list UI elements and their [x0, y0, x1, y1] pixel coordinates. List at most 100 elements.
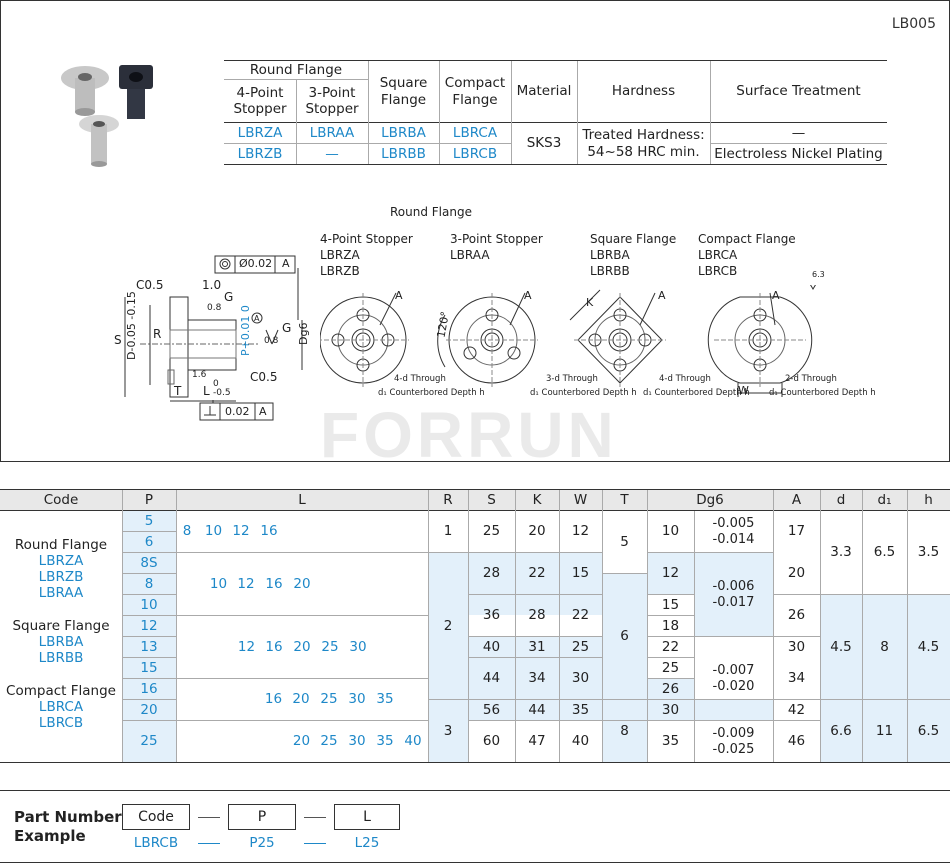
watermark: FORRUN: [320, 399, 618, 471]
d-value: 4.5: [830, 638, 852, 655]
dg6-value: 25: [661, 659, 680, 676]
th-round-flange: Round Flange: [249, 61, 343, 78]
l-value: 12: [237, 575, 255, 592]
th-square-flange: Square Flange: [379, 75, 428, 108]
view-code: LBRCA: [698, 248, 738, 262]
a-value: 34: [787, 670, 806, 687]
pn-label-line2: Example: [14, 827, 86, 845]
hole-note-line1: 4-d Through: [659, 374, 711, 384]
l-value: 20: [293, 575, 311, 592]
r-value: 3: [443, 722, 453, 739]
p-value: 12: [140, 617, 158, 634]
l-value: 40: [404, 733, 422, 750]
spec-surface: Electroless Nickel Plating: [714, 145, 883, 162]
circularity-value: Ø0.02: [239, 257, 273, 270]
col-header: S: [487, 491, 496, 508]
dg6-tol: -0.009-0.025: [694, 721, 773, 762]
l-value: 25: [321, 638, 339, 655]
r-value: 1: [443, 523, 453, 540]
d-value: 6.6: [830, 722, 852, 739]
col-header: P: [144, 491, 154, 508]
col-header: W: [573, 491, 588, 508]
s-value: 56: [482, 701, 501, 718]
dim-t: T: [174, 384, 182, 398]
l-value: 25: [320, 733, 338, 750]
l-value: 30: [349, 638, 367, 655]
l-value: 35: [376, 691, 394, 708]
col-header: T: [620, 491, 629, 508]
view-title: 3-Point Stopper: [450, 232, 543, 246]
p-value: 8S: [140, 554, 158, 571]
tol-upper: -0.007: [712, 662, 755, 678]
w-value: 25: [571, 638, 590, 655]
part-number-panel: [0, 790, 950, 863]
view-k: K: [586, 296, 594, 309]
code-item: LBRAA: [38, 585, 84, 601]
code-item: LBRCB: [38, 715, 84, 731]
l-value: 8: [182, 523, 192, 540]
p-value: 13: [140, 638, 158, 655]
a-value: 42: [787, 701, 806, 718]
perpendicularity-ref: A: [259, 405, 267, 418]
k-value: 44: [528, 701, 546, 718]
r-value: 2: [443, 617, 453, 634]
view-a: A: [658, 289, 666, 302]
dim-p-tol: P+0.01 0: [239, 305, 252, 356]
l-value: 16: [265, 638, 283, 655]
spec-code: LBRBB: [381, 145, 426, 162]
d1-value: 6.5: [873, 544, 896, 561]
w-value: 22: [571, 607, 590, 624]
s-value: 44: [482, 670, 501, 687]
hole-note-line2: d₁ Counterbored Depth h: [530, 388, 637, 398]
spec-code: LBRCA: [452, 124, 498, 141]
view-w: W: [738, 384, 749, 397]
dg6-value: 18: [661, 617, 680, 634]
dim-g: G: [224, 290, 234, 304]
dg6-tol: -0.005-0.014: [694, 511, 773, 552]
k-value: 20: [528, 523, 546, 540]
dim-r: R: [153, 327, 162, 341]
k-value: 47: [528, 733, 546, 750]
hole-note-line2: d₁ Counterbored Depth h: [378, 388, 485, 398]
a-value: 17: [787, 523, 806, 540]
dim-d-tol: D-0.05 -0.15: [125, 291, 138, 360]
d1-value: 8: [880, 638, 889, 655]
hole-note-line1: 3-d Through: [546, 374, 598, 384]
col-header: L: [298, 491, 306, 508]
tol-lower: -0.014: [712, 531, 755, 547]
hole-note-line2: d₁ Counterbored Depth h: [769, 388, 876, 398]
view-code: LBRAA: [450, 248, 490, 262]
p-value: 25: [140, 733, 158, 750]
datum-a: A: [254, 314, 260, 323]
l-value: 12: [232, 523, 250, 540]
code-item: LBRZA: [38, 553, 84, 569]
dim-s: S: [114, 333, 122, 347]
h-value: 6.5: [917, 722, 940, 739]
p-value: 16: [140, 680, 158, 697]
l-value: 16: [264, 691, 283, 708]
hardness-line2: 54~58 HRC min.: [587, 143, 700, 160]
hole-note: 4-d Through: [394, 374, 446, 385]
p-value: 6: [144, 533, 154, 550]
k-value: 31: [528, 638, 546, 655]
product-photo: [61, 65, 153, 167]
pn-l-value: L25: [354, 834, 380, 851]
s-value: 40: [482, 638, 501, 655]
spec-hardness: Treated Hardness: 54~58 HRC min.: [577, 123, 710, 164]
view-code: LBRZA: [320, 248, 360, 262]
d-value: 3.3: [830, 544, 852, 561]
d1-value: 11: [875, 722, 894, 739]
dg6-value: 10: [661, 523, 680, 540]
side-view-drawing: [124, 255, 303, 421]
dim-g2: G: [282, 321, 292, 335]
th-surface: Surface Treatment: [736, 83, 861, 100]
l-value: 20: [293, 638, 311, 655]
dim-c05-top: C0.5: [136, 278, 164, 292]
pn-label-line1: Part Number: [14, 808, 122, 826]
dim-10: 1.0: [202, 278, 222, 292]
a-value: 30: [787, 638, 806, 655]
h-value: 4.5: [917, 638, 940, 655]
l-value: 30: [348, 733, 366, 750]
